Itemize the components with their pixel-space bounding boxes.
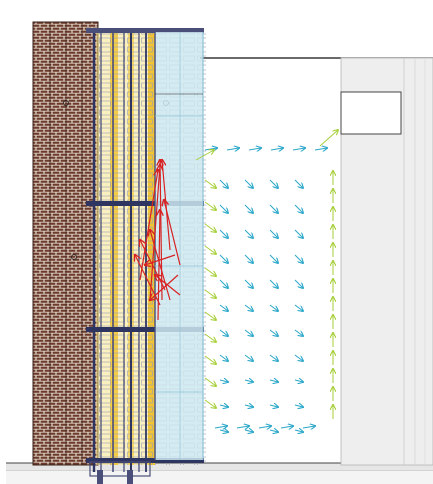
airflow-arrow-green — [204, 201, 216, 210]
airflow-arrow-cyan — [294, 254, 303, 263]
airflow-arrow-cyan — [219, 179, 228, 188]
airflow-arrow-cyan — [269, 204, 278, 213]
airflow-arrow-cyan — [270, 148, 283, 150]
airflow-arrow-green — [204, 179, 216, 188]
airflow-arrow-cyan — [244, 304, 253, 311]
airflow-arrow-green — [204, 377, 216, 386]
airflow-field — [135, 130, 338, 432]
airflow-arrow-cyan — [294, 354, 303, 361]
airflow-arrow-cyan — [294, 279, 303, 288]
airflow-arrow-red — [140, 240, 166, 291]
airflow-arrow-cyan — [269, 229, 278, 238]
airflow-arrow-cyan — [269, 279, 278, 288]
airflow-arrow-cyan — [219, 304, 228, 311]
airflow-arrow-cyan — [244, 204, 253, 213]
airflow-arrow-cyan — [294, 229, 303, 238]
airflow-arrow-cyan — [219, 204, 228, 213]
airflow-arrow-green — [195, 150, 214, 161]
airflow-arrow-cyan — [314, 148, 327, 150]
airflow-arrow-cyan — [294, 204, 303, 213]
airflow-arrow-cyan — [269, 430, 278, 432]
airflow-arrow-cyan — [219, 254, 228, 263]
airflow-arrow-cyan — [204, 148, 217, 150]
airflow-arrow-cyan — [292, 148, 305, 150]
airflow-arrow-cyan — [244, 430, 253, 432]
airflow-arrow-red — [150, 274, 179, 300]
airflow-arrow-green — [204, 267, 216, 276]
airflow-arrow-cyan — [244, 354, 253, 361]
airflow-arrow-cyan — [219, 229, 228, 238]
airflow-arrow-red — [150, 230, 171, 301]
airflow-arrow-cyan — [269, 354, 278, 361]
airflow-arrow-cyan — [269, 179, 278, 188]
airflow-arrow-cyan — [294, 430, 303, 432]
airflow-arrow-cyan — [294, 304, 303, 311]
airflow-arrow-cyan — [244, 254, 253, 263]
airflow-arrow-cyan — [219, 405, 228, 407]
airflow-arrow-cyan — [294, 329, 303, 336]
airflow-arrow-green — [319, 130, 338, 147]
airflow-arrow-green — [204, 355, 216, 364]
airflow-arrow-green — [204, 311, 216, 320]
airflow-arrow-red — [145, 254, 176, 265]
airflow-arrow-cyan — [214, 426, 227, 428]
airflow-arrow-cyan — [269, 304, 278, 311]
airflow-arrow-cyan — [280, 426, 293, 428]
airflow-arrow-cyan — [302, 426, 315, 428]
airflow-arrow-cyan — [269, 405, 278, 407]
airflow-arrow-cyan — [269, 329, 278, 336]
airflow-arrow-cyan — [244, 179, 253, 188]
airflow-arrow-cyan — [219, 354, 228, 361]
airflow-arrow-green — [204, 399, 216, 408]
airflow-arrow-cyan — [219, 380, 228, 382]
adjacent-building — [200, 57, 433, 466]
airflow-arrow-cyan — [258, 426, 271, 428]
cavity-glazing — [154, 32, 204, 460]
airflow-arrow-cyan — [294, 380, 303, 382]
ground-line — [6, 462, 433, 484]
airflow-arrow-red — [164, 200, 181, 266]
airflow-arrow-cyan — [294, 179, 303, 188]
airflow-arrow-cyan — [244, 229, 253, 238]
airflow-arrow-cyan — [269, 254, 278, 263]
airflow-arrow-cyan — [248, 148, 261, 150]
airflow-arrow-cyan — [244, 279, 253, 288]
brick-wall — [32, 21, 99, 466]
airflow-arrow-green — [204, 289, 216, 298]
airflow-arrow-red — [158, 210, 160, 321]
airflow-arrow-cyan — [294, 405, 303, 407]
airflow-arrow-cyan — [236, 426, 249, 428]
airflow-arrow-cyan — [226, 148, 239, 150]
airflow-arrow-cyan — [219, 430, 228, 432]
airflow-arrow-cyan — [219, 329, 228, 336]
airflow-arrow-cyan — [244, 329, 253, 336]
airflow-arrow-cyan — [244, 380, 253, 382]
airflow-arrow-cyan — [244, 405, 253, 407]
airflow-arrow-green — [204, 245, 216, 254]
airflow-arrow-cyan — [219, 279, 228, 288]
airflow-arrow-green — [204, 223, 216, 232]
airflow-arrow-cyan — [269, 380, 278, 382]
airflow-arrow-green — [204, 333, 216, 342]
